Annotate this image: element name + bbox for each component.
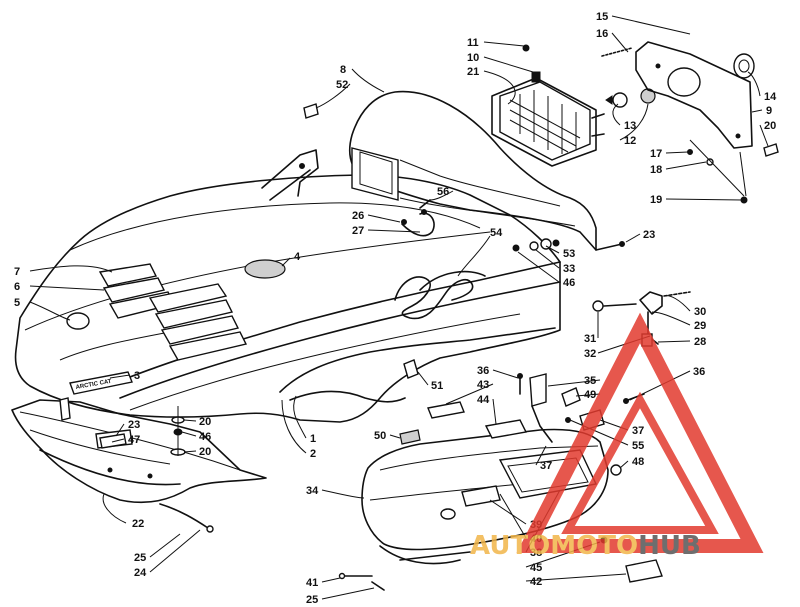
callout-30: 30 <box>694 306 706 318</box>
callout-21: 21 <box>467 66 479 78</box>
watermark-word-auto: AUTO <box>470 531 550 561</box>
hood-lens <box>66 312 90 330</box>
headlight-bracket <box>635 41 753 149</box>
callout-25: 25 <box>134 552 146 564</box>
callout-6: 6 <box>14 281 20 293</box>
callout-36: 36 <box>477 365 489 377</box>
callout-34: 34 <box>306 485 319 497</box>
windshield-housing <box>348 90 597 251</box>
fasteners <box>401 44 779 252</box>
hood-emblem-oval <box>244 259 286 279</box>
callout-46: 46 <box>563 277 575 289</box>
callout-17: 17 <box>650 148 662 160</box>
callout-4: 4 <box>294 251 301 263</box>
callout-15: 15 <box>596 11 608 23</box>
callout-35: 35 <box>584 375 596 387</box>
callout-44: 44 <box>477 394 490 406</box>
svg-text:AUTOMOTOHUB: AUTOMOTOHUB <box>470 531 701 561</box>
clip <box>303 103 319 119</box>
callout-56: 56 <box>437 186 449 198</box>
callout-51: 51 <box>431 380 443 392</box>
callout-43: 43 <box>477 379 489 391</box>
callout-46: 46 <box>199 431 211 443</box>
callout-20: 20 <box>199 416 211 428</box>
callout-42: 42 <box>530 576 542 588</box>
callout-22: 22 <box>132 518 144 530</box>
callout-18: 18 <box>650 164 662 176</box>
callout-37: 37 <box>540 460 552 472</box>
mount-bracket <box>261 149 319 201</box>
callout-54: 54 <box>490 227 503 239</box>
headlight-assembly <box>491 71 605 167</box>
callout-25: 25 <box>306 594 318 606</box>
callout-52: 52 <box>336 79 348 91</box>
hood: ARCTIC CAT <box>14 174 561 423</box>
callout-1: 1 <box>310 433 316 445</box>
callout-53: 53 <box>563 248 575 260</box>
callout-55: 55 <box>632 440 644 452</box>
callout-33: 33 <box>563 263 575 275</box>
callout-29: 29 <box>694 320 706 332</box>
callout-41: 41 <box>306 577 318 589</box>
callout-37: 37 <box>632 425 644 437</box>
callout-12: 12 <box>624 135 636 147</box>
callout-23: 23 <box>643 229 655 241</box>
callout-3: 3 <box>134 370 140 382</box>
callout-36: 36 <box>693 366 705 378</box>
hood-badge: ARCTIC CAT <box>69 371 133 395</box>
callout-2: 2 <box>310 448 316 460</box>
callout-20: 20 <box>199 446 211 458</box>
callout-19: 19 <box>650 194 662 206</box>
callout-9: 9 <box>766 105 772 117</box>
callout-45: 45 <box>530 562 542 574</box>
callout-13: 13 <box>624 120 636 132</box>
headlight-bulb <box>605 88 656 108</box>
fastener-stack <box>170 406 186 456</box>
watermark-word-moto: MOTO <box>550 531 638 561</box>
watermark-triangle <box>516 312 764 553</box>
hood-vent-right <box>148 283 248 361</box>
callout-49: 49 <box>584 389 596 401</box>
callout-24: 24 <box>134 567 147 579</box>
watermark: AUTOMOTOHUB <box>470 312 764 561</box>
watermark-triangle-inner <box>561 391 719 534</box>
callout-20: 20 <box>764 120 776 132</box>
callout-5: 5 <box>14 297 20 309</box>
callout-23: 23 <box>128 419 140 431</box>
callout-10: 10 <box>467 52 479 64</box>
callout-26: 26 <box>352 210 364 222</box>
callout-28: 28 <box>694 336 706 348</box>
callout-32: 32 <box>584 348 596 360</box>
callout-31: 31 <box>584 333 596 345</box>
callout-8: 8 <box>340 64 346 76</box>
hood-script-logo <box>394 270 486 320</box>
lamp-socket <box>733 53 755 79</box>
callout-48: 48 <box>632 456 644 468</box>
callout-27: 27 <box>352 225 364 237</box>
watermark-word-hub: HUB <box>638 531 701 561</box>
callout-50: 50 <box>374 430 386 442</box>
callout-47: 47 <box>128 434 140 446</box>
callout-7: 7 <box>14 266 20 278</box>
callout-16: 16 <box>596 28 608 40</box>
callout-11: 11 <box>467 37 479 49</box>
callout-14: 14 <box>764 91 777 103</box>
